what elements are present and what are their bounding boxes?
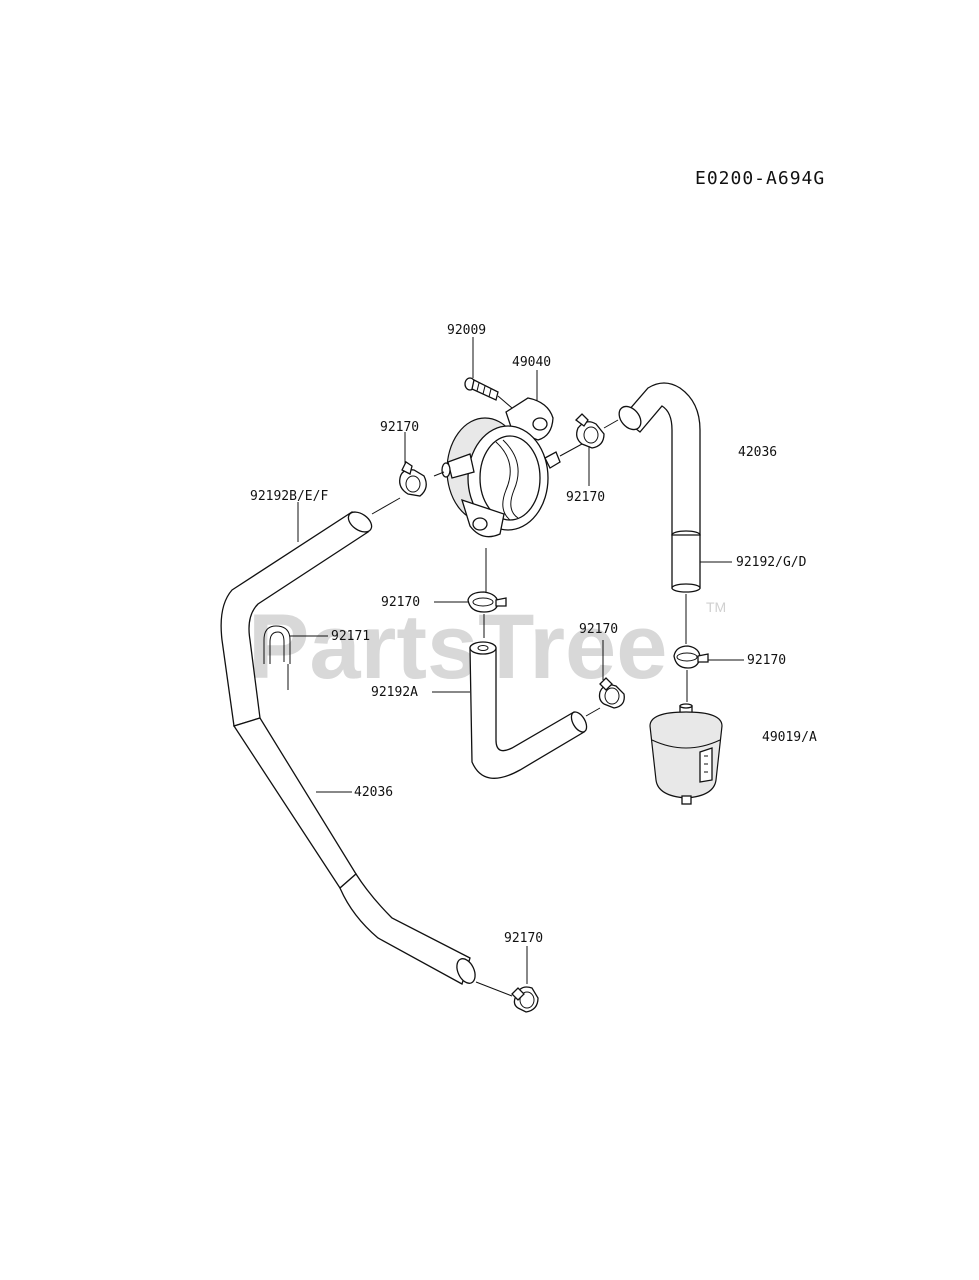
diagram-reference-code: E0200-A694G — [695, 168, 825, 189]
fuel-pump-49040[interactable] — [433, 370, 583, 596]
label-49040[interactable]: 49040 — [512, 355, 551, 370]
label-42036-left[interactable]: 42036 — [354, 785, 393, 800]
watermark-trademark: TM — [706, 599, 726, 615]
clamp-92170-bottom[interactable] — [475, 946, 539, 1013]
watermark-text: PartsTree — [248, 596, 667, 698]
label-92171[interactable]: 92171 — [331, 629, 370, 644]
label-92170-upper-left[interactable]: 92170 — [380, 420, 419, 435]
hose-92192-g-d[interactable] — [671, 534, 732, 644]
hose-42036-left-long[interactable] — [232, 717, 479, 986]
label-92192a[interactable]: 92192A — [371, 685, 418, 700]
hose-92192b-e-f[interactable] — [220, 502, 375, 727]
label-92170-filter[interactable]: 92170 — [747, 653, 786, 668]
clip-92171[interactable] — [263, 625, 328, 690]
clamp-92170-filter[interactable] — [673, 645, 744, 702]
label-42036-right[interactable]: 42036 — [738, 445, 777, 460]
clamp-92170-upper-right[interactable] — [575, 413, 619, 486]
label-92170-upper-right[interactable]: 92170 — [566, 490, 605, 505]
screw-92009[interactable] — [464, 337, 513, 409]
hose-42036-right[interactable] — [615, 382, 701, 540]
clamp-92170-upper-left[interactable] — [371, 432, 427, 515]
clamp-92170-center[interactable] — [434, 591, 507, 638]
label-92170-center-right[interactable]: 92170 — [579, 622, 618, 637]
label-92170-center[interactable]: 92170 — [381, 595, 420, 610]
label-92170-bottom[interactable]: 92170 — [504, 931, 543, 946]
hose-92192a[interactable] — [432, 641, 601, 779]
label-92009[interactable]: 92009 — [447, 323, 486, 338]
label-92192-g-d[interactable]: 92192/G/D — [736, 555, 807, 570]
clamp-92170-center-right[interactable] — [598, 640, 625, 709]
label-92192b-e-f[interactable]: 92192B/E/F — [250, 489, 328, 504]
label-49019-a[interactable]: 49019/A — [762, 730, 817, 745]
fuel-filter-49019-a[interactable] — [649, 703, 723, 805]
